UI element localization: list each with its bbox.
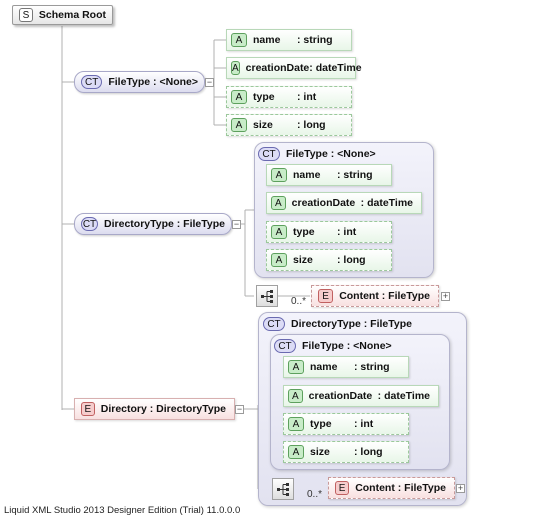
attribute-type[interactable]: A type : int	[283, 413, 409, 435]
attribute-type[interactable]: A type : int	[226, 86, 352, 108]
expand-toggle[interactable]: +	[441, 291, 450, 301]
attribute-badge: A	[271, 225, 287, 239]
filetype-inner-title[interactable]: CT FileType : <None>	[274, 339, 392, 353]
attribute-name-label: size	[253, 119, 273, 131]
directorytype-outer-title[interactable]: CT DirectoryType : FileType	[263, 317, 412, 331]
attribute-name[interactable]: A name : string	[283, 356, 409, 378]
attribute-badge: A	[271, 253, 287, 267]
attribute-name-label: type	[293, 226, 315, 238]
sequence-glyph-icon	[277, 483, 289, 496]
directorytype-label: DirectoryType : FileType	[104, 218, 225, 230]
attribute-name[interactable]: A name : string	[226, 29, 352, 51]
attribute-type[interactable]: A type : int	[266, 221, 392, 243]
content-element[interactable]: E Content : FileType	[328, 477, 455, 499]
attribute-badge: A	[231, 61, 240, 75]
attribute-size[interactable]: A size : long	[266, 249, 392, 271]
attribute-name-label: creationDate	[308, 390, 373, 402]
attribute-name-label: type	[253, 91, 275, 103]
complex-type-badge: CT	[81, 75, 103, 89]
attribute-badge: A	[288, 360, 304, 374]
footer-text: Liquid XML Studio 2013 Designer Edition …	[4, 505, 241, 516]
complex-type-badge: CT	[274, 339, 296, 353]
attribute-name-label: creationDate	[245, 62, 310, 74]
element-badge: E	[81, 402, 95, 416]
attribute-badge: A	[231, 90, 247, 104]
sequence-icon[interactable]	[256, 285, 278, 307]
attribute-type-label: : string	[354, 361, 390, 373]
content-element[interactable]: E Content : FileType	[311, 285, 439, 307]
filetype-base-title[interactable]: CT FileType : <None>	[258, 147, 376, 161]
attribute-creationdate[interactable]: A creationDate : dateTime	[266, 192, 422, 214]
attribute-type-label: : dateTime	[377, 390, 430, 402]
filetype-inner-label: FileType : <None>	[302, 340, 392, 352]
collapse-toggle[interactable]: −	[235, 404, 244, 414]
element-badge: E	[335, 481, 350, 495]
attribute-type-label: : long	[337, 254, 366, 266]
schema-root-label: Schema Root	[38, 9, 106, 21]
directorytype-node[interactable]: CT DirectoryType : FileType	[74, 213, 232, 235]
content-element-label: Content : FileType	[355, 482, 446, 494]
attribute-name[interactable]: A name : string	[266, 164, 392, 186]
collapse-toggle[interactable]: −	[232, 219, 241, 229]
attribute-name-label: type	[310, 418, 332, 430]
schema-root-node[interactable]: S Schema Root	[12, 5, 113, 25]
complex-type-badge: CT	[258, 147, 280, 161]
attribute-name-label: size	[293, 254, 313, 266]
attribute-badge: A	[231, 118, 247, 132]
attribute-badge: A	[271, 168, 287, 182]
filetype-label: FileType : <None>	[108, 76, 198, 88]
attribute-type-label: : dateTime	[360, 197, 413, 209]
filetype-node[interactable]: CT FileType : <None>	[74, 71, 205, 93]
attribute-badge: A	[288, 417, 304, 431]
filetype-base-label: FileType : <None>	[286, 148, 376, 160]
attribute-name-label: name	[253, 34, 281, 46]
attribute-type-label: : int	[337, 226, 357, 238]
attribute-type-label: : int	[354, 418, 374, 430]
attribute-creationdate[interactable]: A creationDate : dateTime	[283, 385, 439, 407]
attribute-size[interactable]: A size : long	[226, 114, 352, 136]
sequence-icon[interactable]	[272, 478, 294, 500]
attribute-name-label: name	[293, 169, 321, 181]
collapse-toggle[interactable]: −	[205, 77, 214, 87]
directory-element[interactable]: E Directory : DirectoryType	[74, 398, 235, 420]
attribute-name-label: size	[310, 446, 330, 458]
attribute-creationdate[interactable]: A creationDate : dateTime	[226, 57, 362, 79]
directorytype-outer-label: DirectoryType : FileType	[291, 318, 412, 330]
schema-badge: S	[19, 8, 33, 22]
cardinality-label: 0..*	[307, 489, 323, 500]
attribute-name-label: name	[310, 361, 338, 373]
directory-label: Directory : DirectoryType	[100, 403, 226, 415]
attribute-type-label: : int	[297, 91, 317, 103]
complex-type-badge: CT	[81, 217, 99, 231]
attribute-badge: A	[288, 445, 304, 459]
sequence-glyph-icon	[261, 290, 273, 303]
attribute-type-label: : dateTime	[309, 62, 362, 74]
attribute-badge: A	[231, 33, 247, 47]
attribute-type-label: : long	[354, 446, 383, 458]
attribute-badge: A	[271, 196, 286, 210]
complex-type-badge: CT	[263, 317, 285, 331]
attribute-badge: A	[288, 389, 303, 403]
cardinality-label: 0..*	[291, 296, 307, 307]
attribute-size[interactable]: A size : long	[283, 441, 409, 463]
content-element-label: Content : FileType	[339, 290, 430, 302]
attribute-type-label: : string	[337, 169, 373, 181]
attribute-name-label: creationDate	[291, 197, 356, 209]
element-badge: E	[318, 289, 334, 303]
attribute-type-label: : long	[297, 119, 326, 131]
expand-toggle[interactable]: +	[456, 483, 465, 493]
attribute-type-label: : string	[297, 34, 333, 46]
